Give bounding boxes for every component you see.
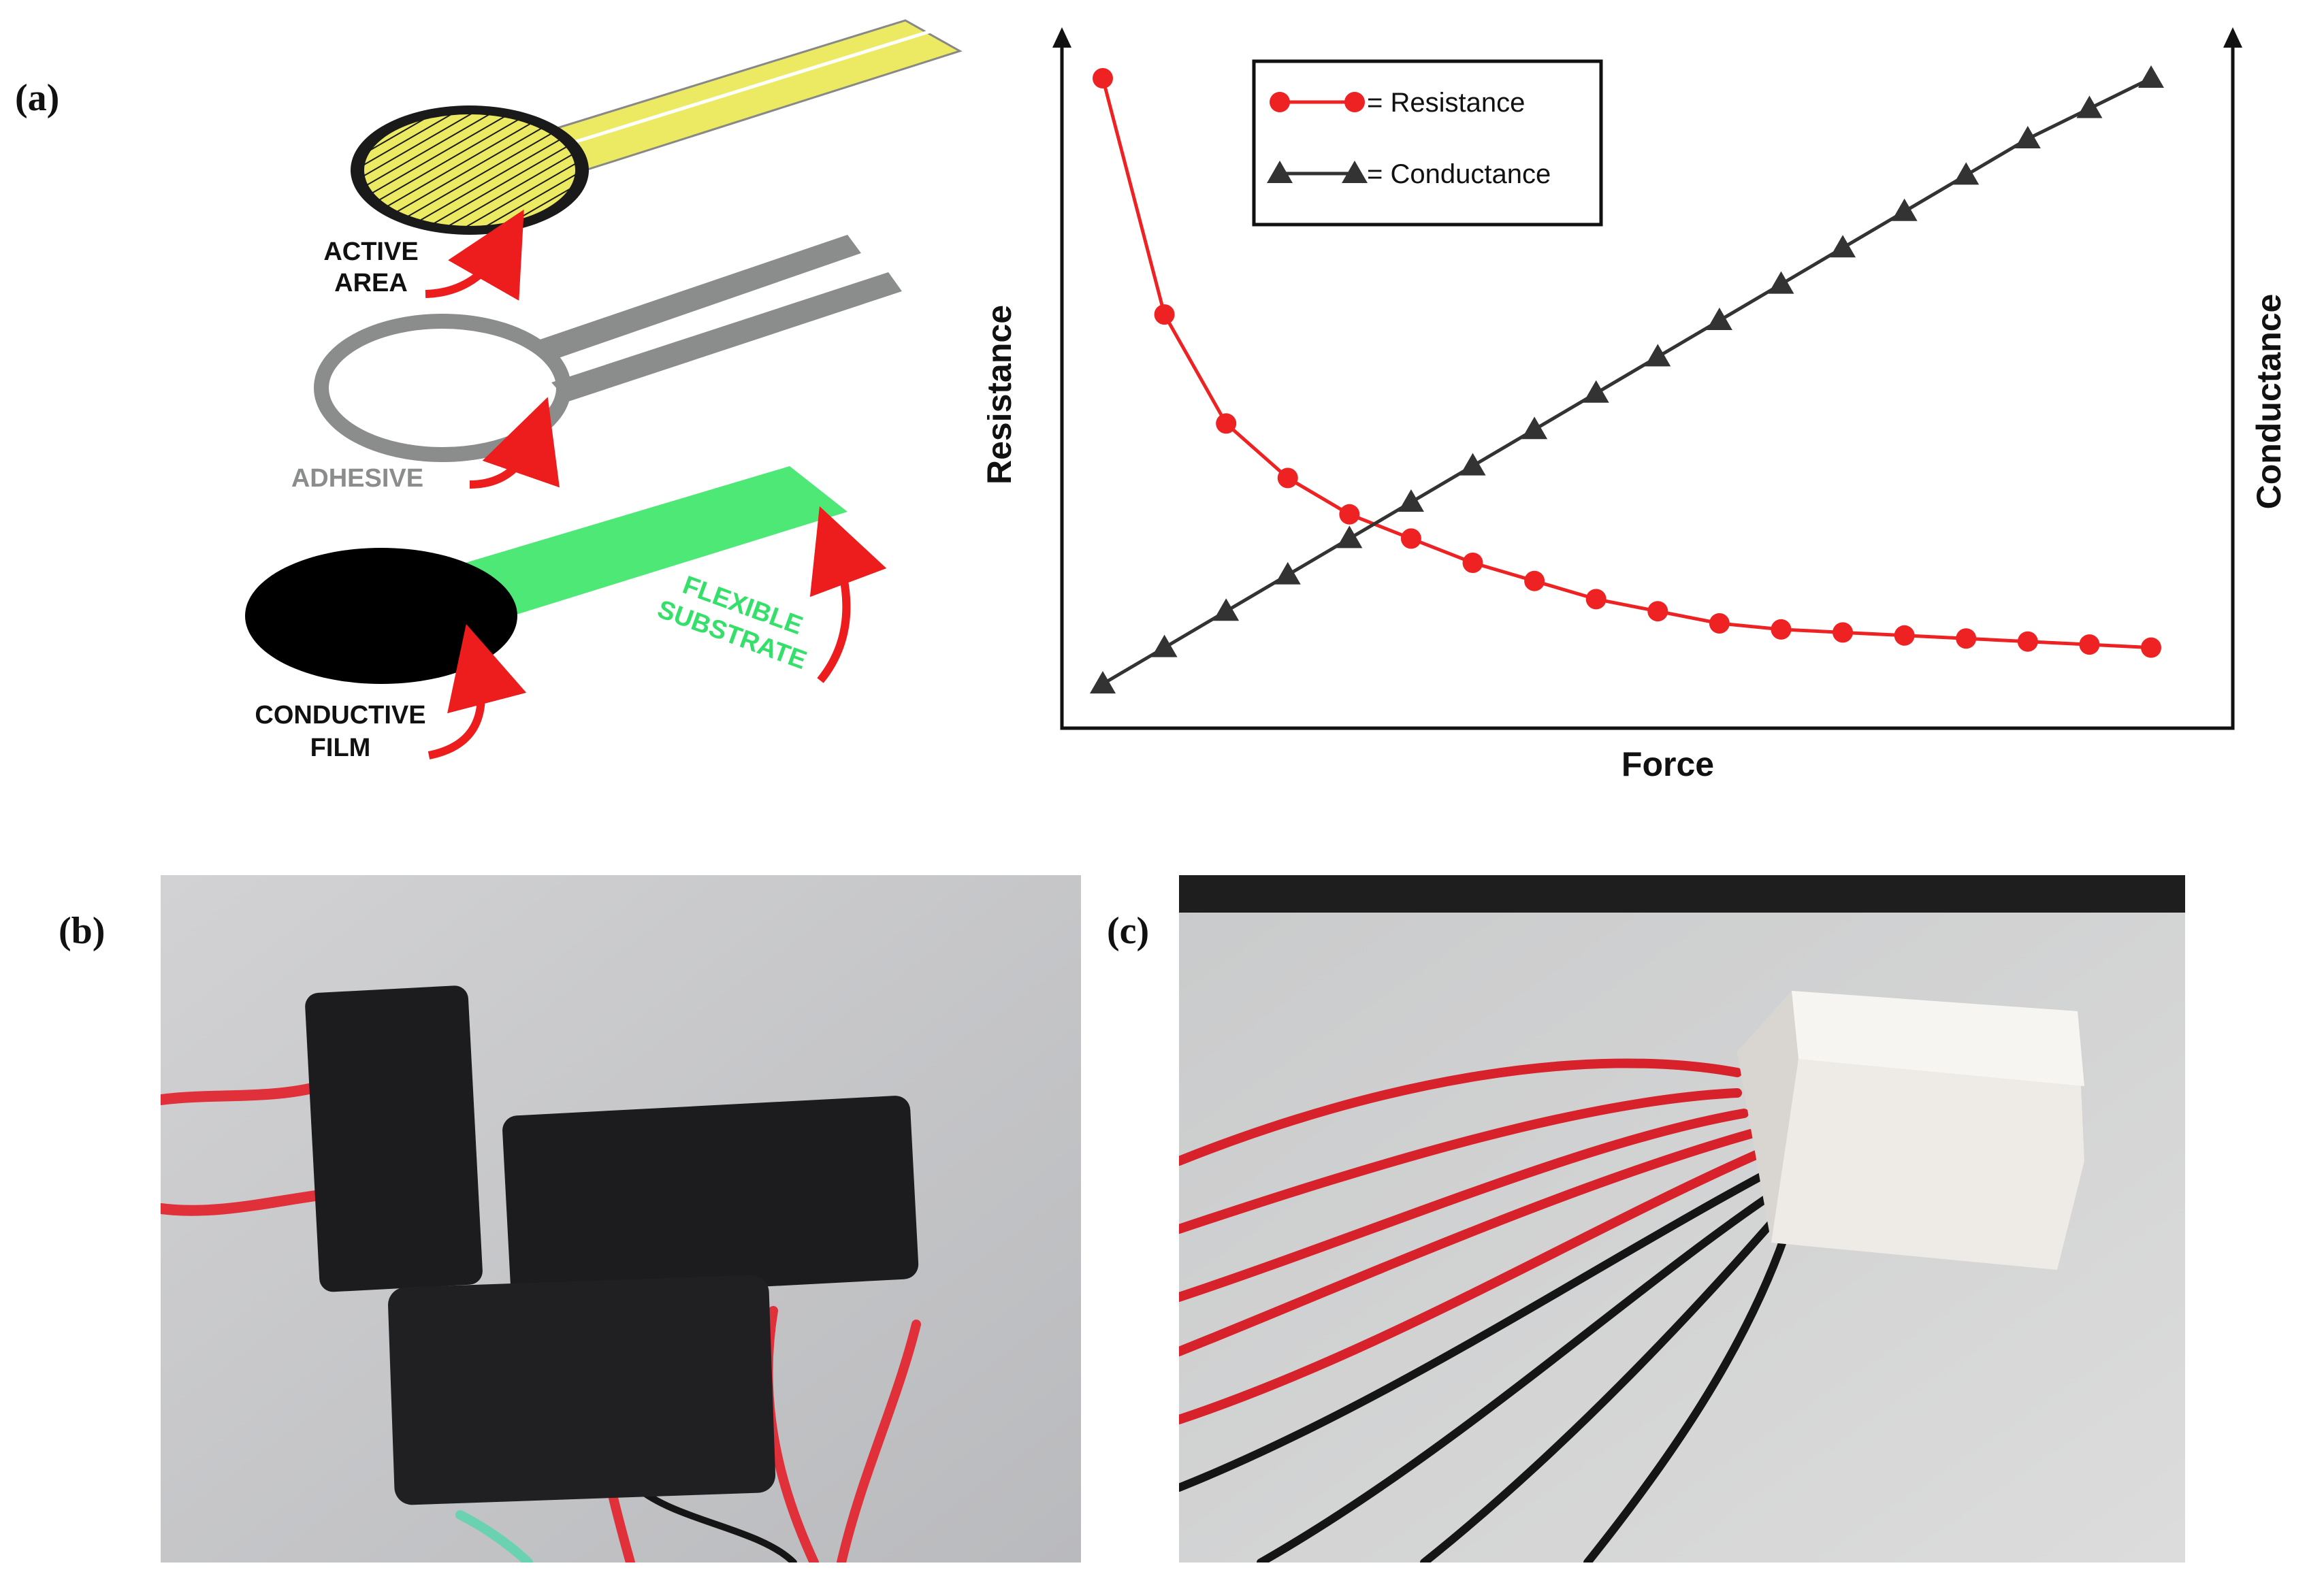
conductance-series	[1090, 65, 2164, 693]
y-axis-label-left: Resistance	[987, 305, 1018, 485]
resistance-point	[1154, 304, 1175, 325]
resistance-point	[2141, 637, 2161, 658]
conductance-point	[1151, 634, 1178, 657]
resistance-point	[2017, 631, 2038, 652]
conductance-point	[1583, 380, 1609, 403]
adhesive-label: ADHESIVE	[291, 464, 423, 493]
y-axis-arrow-right	[2223, 27, 2242, 48]
conductance-point	[1645, 344, 1671, 367]
axis-frame	[1060, 44, 2235, 730]
resistance-point	[1771, 619, 1792, 640]
resistance-point	[1894, 625, 1915, 646]
resistance-point	[1585, 589, 1607, 610]
panel-label-a: (a)	[15, 77, 60, 119]
legend-box	[1252, 59, 1603, 227]
conductance-point	[1090, 671, 1116, 693]
y-axis-arrow-left	[1052, 27, 1071, 48]
conductance-point	[1706, 308, 1732, 330]
conductance-point	[2076, 95, 2103, 118]
legend-marker	[1270, 92, 1290, 112]
chart-axes	[1052, 27, 2242, 730]
chart-legend: = Resistance = Conductance	[1252, 59, 1603, 227]
resistance-point	[1524, 570, 1545, 591]
resistance-point	[1216, 413, 1237, 434]
conductance-point	[1768, 271, 1794, 294]
conductance-point	[1213, 598, 1240, 621]
resistance-point	[1833, 622, 1854, 643]
conductance-point	[1830, 235, 1856, 258]
substrate-label: FLEXIBLESUBSTRATE	[653, 566, 821, 675]
resistance-point	[1956, 628, 1977, 649]
legend-label: = Conductance	[1367, 159, 1551, 189]
conductance-point	[1459, 453, 1486, 476]
panel-label-c: (c)	[1107, 910, 1150, 952]
adhesive-layer	[314, 235, 902, 462]
substrate-arrow	[809, 506, 887, 683]
resistance-line	[1101, 78, 2152, 650]
legend-label: = Resistance	[1367, 88, 1525, 118]
resistance-point	[1277, 468, 1298, 489]
connector-box-photo	[1179, 875, 2185, 1563]
resistance-point	[1462, 553, 1483, 573]
conductive-film-arrow	[427, 623, 527, 759]
legend-marker	[1344, 92, 1365, 112]
resistance-point	[1093, 68, 1113, 88]
panel-label-b: (b)	[59, 910, 106, 952]
adhesive-arrow	[469, 397, 560, 489]
x-axis-label: Force	[1621, 745, 1714, 783]
resistance-point	[1339, 504, 1360, 525]
legend-marker	[1342, 161, 1368, 183]
active-area-layer	[351, 19, 963, 235]
conductance-point	[2138, 65, 2164, 88]
conductance-point	[2014, 126, 2041, 148]
legend-marker	[1267, 161, 1293, 183]
active-area-arrow	[425, 209, 524, 301]
resistance-point	[1709, 613, 1730, 634]
sensor-pads-photo	[161, 875, 1081, 1563]
conductance-point	[1891, 198, 1918, 221]
resistance-conductance-chart: = Resistance = Conductance Force Resistan…	[987, 27, 2288, 783]
resistance-point	[2079, 634, 2100, 655]
resistance-point	[1647, 601, 1668, 622]
conductance-point	[1336, 525, 1363, 549]
conductance-point	[1953, 162, 1980, 185]
conductance-point	[1521, 416, 1548, 440]
conductance-point	[1274, 561, 1301, 585]
conductance-point	[1398, 489, 1424, 512]
resistance-point	[1400, 528, 1421, 549]
y-axis-label-right: Conductance	[2250, 294, 2288, 510]
resistance-series	[1093, 68, 2161, 658]
